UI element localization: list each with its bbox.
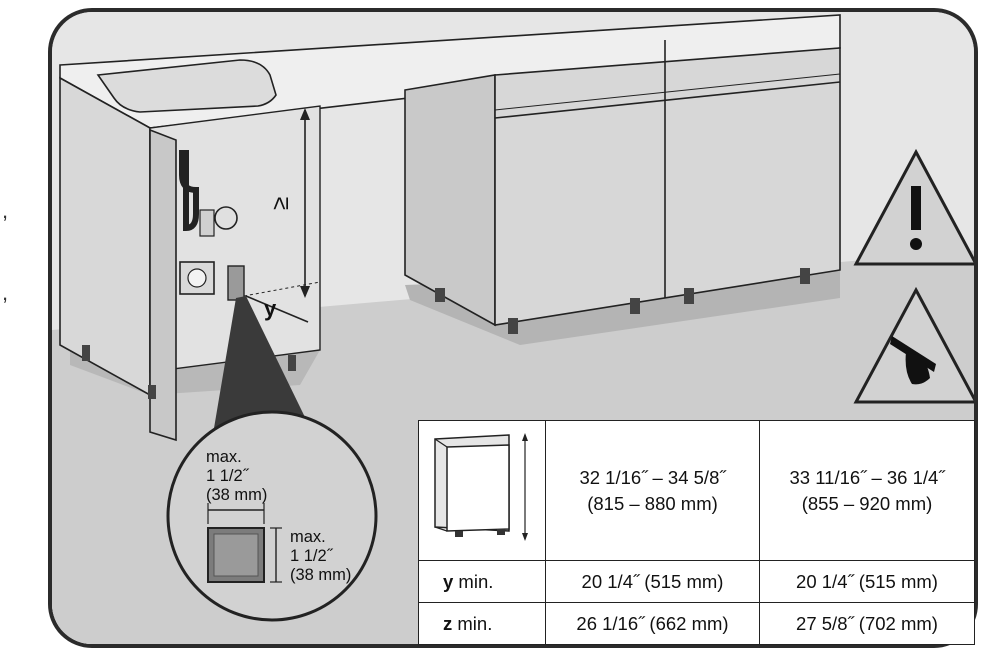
cabinet-foot [508, 318, 518, 334]
y-dimension-label: y [264, 296, 277, 321]
cabinet-foot [630, 298, 640, 314]
y-min-value-1: 20 1/4˝ (515 mm) [545, 560, 760, 603]
callout-height-line-2: 1 1/2˝ [290, 547, 333, 565]
cabinet-foot [82, 345, 90, 361]
y-dimension-line [245, 295, 309, 323]
callout-width-line-3: (38 mm) [206, 486, 268, 504]
cabinet-foot [148, 385, 156, 399]
appliance-thumbnail-cell [418, 420, 546, 561]
detail-callout [166, 410, 378, 622]
height-range-2-imperial: 33 11/16˝ – 36 1/4˝ [789, 466, 945, 488]
sink-cabinet-side [59, 76, 151, 397]
dimension-table: 32 1/16˝ – 34 5/8˝ (815 – 880 mm) 33 11/… [418, 420, 975, 645]
callout-leader [212, 296, 318, 444]
y-min-value-2: 20 1/4˝ (515 mm) [759, 560, 975, 603]
row-label-z: z min. [418, 602, 546, 645]
access-opening [227, 265, 245, 301]
opening-inner [213, 533, 259, 577]
z-dimension-label: ≥ [267, 197, 294, 210]
table-row: z min. 26 1/16˝ (662 mm) 27 5/8˝ (702 mm… [418, 602, 975, 645]
callout-width-line-2: 1 1/2˝ [206, 467, 249, 485]
edge-mark-2: , [2, 280, 9, 305]
sink-cabinet-door [149, 128, 177, 442]
callout-width-line-1: max. [206, 448, 242, 466]
height-range-2-metric: (855 – 920 mm) [801, 492, 933, 514]
row-suffix-z: min. [452, 612, 493, 634]
callout-height-line-1: max. [290, 528, 326, 546]
general-warning-icon [853, 148, 974, 266]
callout-height-line-3: (38 mm) [290, 566, 352, 584]
cabinet-foot [288, 355, 296, 371]
height-range-2-cell: 33 11/16˝ – 36 1/4˝ (855 – 920 mm) [759, 420, 975, 561]
drawer-line-2 [494, 73, 841, 111]
callout-width-label: max. 1 1/2˝ (38 mm) [206, 448, 267, 505]
z-min-value-1: 26 1/16˝ (662 mm) [545, 602, 760, 645]
cabinet-foot [684, 288, 694, 304]
height-range-1-imperial: 32 1/16˝ – 34 5/8˝ [579, 466, 726, 488]
cabinet-foot [435, 288, 445, 302]
callout-height-label: max. 1 1/2˝ (38 mm) [290, 528, 351, 585]
hand-crush-warning-icon [853, 286, 974, 404]
dishwasher-icon [434, 433, 528, 541]
row-label-y: y min. [418, 560, 546, 603]
sink [96, 59, 277, 113]
socket-face [187, 268, 207, 288]
z-min-value-2: 27 5/8˝ (702 mm) [759, 602, 975, 645]
table-row: y min. 20 1/4˝ (515 mm) 20 1/4˝ (515 mm) [418, 560, 975, 603]
valve-body [199, 209, 215, 237]
cabinet-foot [800, 268, 810, 284]
drain-trap [179, 150, 199, 232]
z-arrow-bottom [300, 286, 310, 298]
z-arrow-top [300, 108, 310, 120]
height-range-1-metric: (815 – 880 mm) [587, 492, 718, 514]
row-key-y: y [443, 570, 454, 592]
edge-mark-1: , [2, 198, 9, 223]
row-key-z: z [443, 612, 453, 634]
water-valve [214, 206, 238, 230]
drawer-line [494, 81, 841, 119]
cabinet-front [494, 47, 841, 326]
row-suffix-y: min. [453, 570, 494, 592]
y-guide-line [243, 281, 321, 297]
height-range-1-cell: 32 1/16˝ – 34 5/8˝ (815 – 880 mm) [545, 420, 760, 561]
